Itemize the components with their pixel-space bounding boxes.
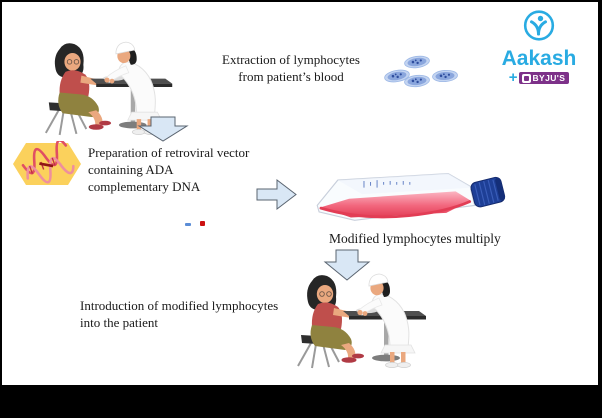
lymphocyte-cells-icon [384, 54, 459, 89]
red-speck [200, 221, 205, 226]
patient-blood-draw-illustration [281, 269, 449, 373]
extraction-step-label: Extraction of lymphocytes from patient’s… [204, 51, 378, 85]
aakash-byjus-logo: Aakash + BYJU'S [486, 9, 592, 85]
culture-flask-icon [306, 163, 508, 229]
preparation-line-1: Preparation of retroviral vector [88, 145, 250, 160]
byjus-wordmark: BYJU'S [532, 72, 566, 83]
byjus-badge: BYJU'S [518, 72, 570, 84]
aakash-circle-icon [523, 10, 555, 41]
introduction-step-label: Introduction of modified lymphocytes int… [80, 297, 325, 331]
down-arrow-icon [323, 249, 371, 281]
dna-helix [21, 141, 75, 184]
right-arrow-icon [256, 178, 297, 211]
extraction-line-2: from patient’s blood [238, 69, 344, 84]
byjus-square-icon [521, 73, 531, 83]
plus-sign: + [508, 69, 518, 86]
introduction-line-2: into the patient [80, 315, 158, 330]
byjus-badge-row: + BYJU'S [486, 69, 592, 86]
aakash-wordmark: Aakash [501, 47, 577, 70]
blue-speck [185, 223, 191, 226]
down-arrow-icon [137, 116, 189, 142]
introduction-line-1: Introduction of modified lymphocytes [80, 298, 279, 313]
preparation-line-3: complementary DNA [88, 179, 201, 194]
multiply-step-label: Modified lymphocytes multiply [329, 231, 501, 246]
dna-hexagon-icon [13, 141, 81, 185]
extraction-line-1: Extraction of lymphocytes [222, 52, 360, 67]
preparation-line-2: containing ADA [88, 162, 174, 177]
preparation-step-label: Preparation of retroviral vector contain… [88, 144, 283, 195]
